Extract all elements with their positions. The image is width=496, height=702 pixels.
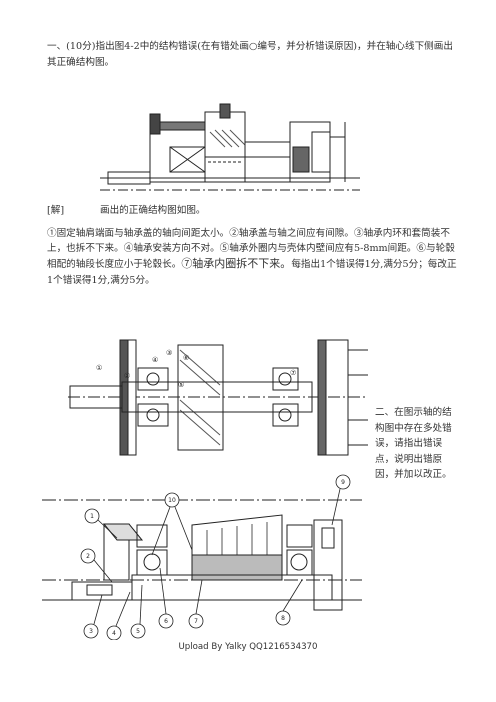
fig3-label-4: 4 xyxy=(112,630,116,637)
fig3-label-7: 7 xyxy=(194,618,198,625)
fig2-label-2: ② xyxy=(124,372,130,380)
fig3-label-9: 9 xyxy=(341,479,345,486)
figure-2-corrected-structure: ① ② ③ ④ ⑤ ⑥ ⑦ xyxy=(68,339,368,456)
fig3-label-2: 2 xyxy=(86,553,90,560)
upload-footer: Upload By Yalky QQ1216534370 xyxy=(178,642,318,652)
question-1-text: 一、(10分)指出图4-2中的结构错误(在有错处画○编号，并分析错误原因)，并在… xyxy=(47,41,453,68)
answer-tag: [解] xyxy=(47,205,65,216)
fig2-label-1: ① xyxy=(96,364,102,372)
figure-1-shaft-structure xyxy=(100,103,360,191)
fig3-label-8: 8 xyxy=(281,615,285,622)
fig3-label-3: 3 xyxy=(89,628,93,635)
fig2-label-5: ⑤ xyxy=(178,381,184,389)
answer-explanation: ①固定轴肩端面与轴承盖的轴向间距太小。②轴承盖与轴之间应有间隙。③轴承内环和套筒… xyxy=(47,226,459,288)
fig3-label-1: 1 xyxy=(90,513,94,520)
explanation-part-1: ①固定轴肩端面与轴承盖的轴向间距太小。②轴承盖与轴之间应有间隙。③轴承内环和套筒… xyxy=(47,228,455,271)
fig3-label-6: 6 xyxy=(164,618,168,625)
answer-line: 画出的正确结构图如图。 xyxy=(100,205,206,216)
fig2-label-3: ③ xyxy=(166,349,172,357)
explanation-part-3: 每指出1个错误得1分,满分5分；每改正1个错误得1分,满分5分。 xyxy=(47,259,457,286)
fig3-label-10: 10 xyxy=(168,497,176,504)
figure-3-shaft-errors: 1 2 3 4 5 6 7 8 9 10 xyxy=(42,474,362,640)
fig3-label-5: 5 xyxy=(136,628,140,635)
fig2-label-6: ⑥ xyxy=(183,354,189,362)
explanation-part-2: ⑦轴承内圈拆不下来。 xyxy=(181,257,292,271)
fig2-label-7: ⑦ xyxy=(290,369,296,377)
question-2-text: 二、在图示轴的结构图中存在多处错误，请指出错误点，说明出错原因，并加以改正。 xyxy=(375,407,452,480)
fig2-label-4: ④ xyxy=(152,356,158,364)
